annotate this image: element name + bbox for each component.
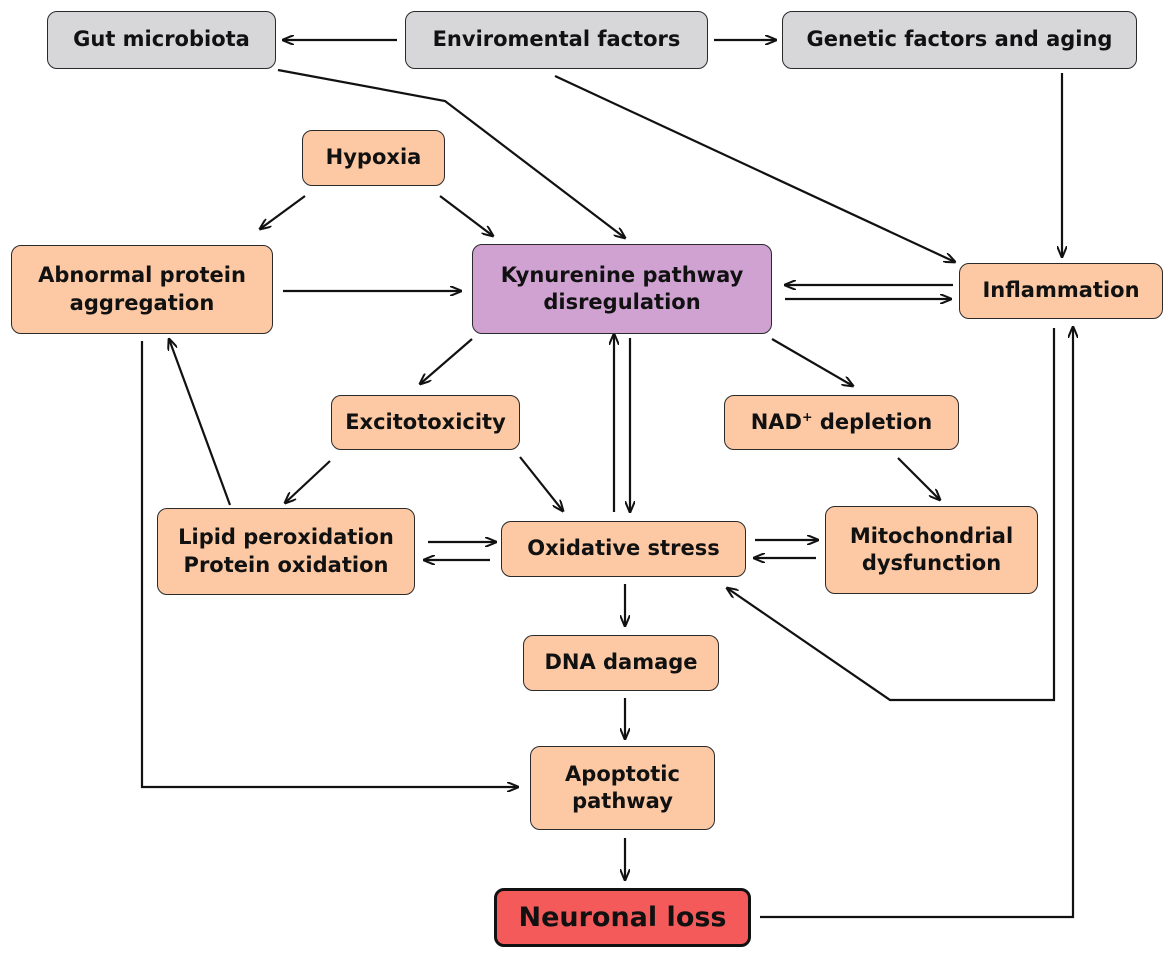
arrow-neuronal-to-inflammation [760, 327, 1073, 919]
node-gut-microbiota-label: Gut microbiota [73, 27, 250, 52]
node-hypoxia-label: Hypoxia [325, 145, 422, 170]
arrow-lipid-to-abnormal [169, 339, 232, 506]
arrow-nad-to-mitochondrial [897, 457, 940, 500]
node-environmental-factors-label: Enviromental factors [432, 27, 681, 52]
node-nad-depletion-label: NAD+ depletion [751, 409, 933, 436]
node-kynurenine-pathway-label: Kynurenine pathway disregulation [500, 262, 744, 314]
nad-superscript: + [802, 408, 813, 424]
node-neuronal-loss-label: Neuronal loss [518, 901, 727, 933]
arrow-abnormal-to-apoptotic [140, 341, 518, 787]
arrow-env-to-inflammation [554, 75, 955, 262]
nad-text: NAD [750, 409, 802, 434]
node-kynurenine-pathway: Kynurenine pathway disregulation [472, 244, 772, 334]
arrow-kynurenine-to-nad [771, 338, 853, 386]
node-dna-damage: DNA damage [523, 635, 719, 691]
node-abnormal-protein-aggregation-label: Abnormal protein aggregation [38, 263, 246, 315]
node-mitochondrial-dysfunction: Mitochondrial dysfunction [825, 506, 1038, 594]
arrow-hypoxia-to-abnormal [260, 195, 306, 229]
node-genetic-factors-label: Genetic factors and aging [806, 27, 1113, 52]
node-lipid-peroxidation-label: Lipid peroxidation Protein oxidation [178, 525, 394, 577]
node-inflammation-label: Inflammation [982, 278, 1140, 303]
node-abnormal-protein-aggregation: Abnormal protein aggregation [11, 245, 273, 334]
arrow-gut-to-kynurenine [277, 68, 625, 238]
node-neuronal-loss: Neuronal loss [494, 888, 751, 947]
node-apoptotic-pathway-label: Apoptotic pathway [565, 761, 680, 813]
arrow-hypoxia-to-kynurenine [439, 195, 493, 236]
arrow-inflammation-to-oxidative [727, 328, 1056, 702]
node-oxidative-stress: Oxidative stress [501, 521, 746, 577]
node-inflammation: Inflammation [959, 263, 1163, 319]
node-nad-depletion: NAD+ depletion [724, 395, 959, 450]
arrow-kynurenine-to-excitotoxicity [420, 338, 473, 384]
nad-depletion-text: depletion [812, 409, 933, 434]
node-gut-microbiota: Gut microbiota [47, 11, 276, 69]
node-excitotoxicity-label: Excitotoxicity [345, 409, 506, 434]
node-apoptotic-pathway: Apoptotic pathway [530, 746, 715, 830]
arrow-excitotoxicity-to-lipid [285, 460, 331, 503]
node-excitotoxicity: Excitotoxicity [331, 395, 520, 450]
node-dna-damage-label: DNA damage [544, 650, 698, 675]
arrow-excitotoxicity-to-oxidative [519, 456, 563, 511]
node-environmental-factors: Enviromental factors [405, 11, 708, 69]
node-hypoxia: Hypoxia [302, 130, 445, 186]
node-mitochondrial-dysfunction-label: Mitochondrial dysfunction [849, 523, 1014, 575]
node-lipid-peroxidation: Lipid peroxidation Protein oxidation [157, 508, 415, 595]
node-genetic-factors: Genetic factors and aging [782, 11, 1137, 69]
node-oxidative-stress-label: Oxidative stress [527, 536, 720, 561]
